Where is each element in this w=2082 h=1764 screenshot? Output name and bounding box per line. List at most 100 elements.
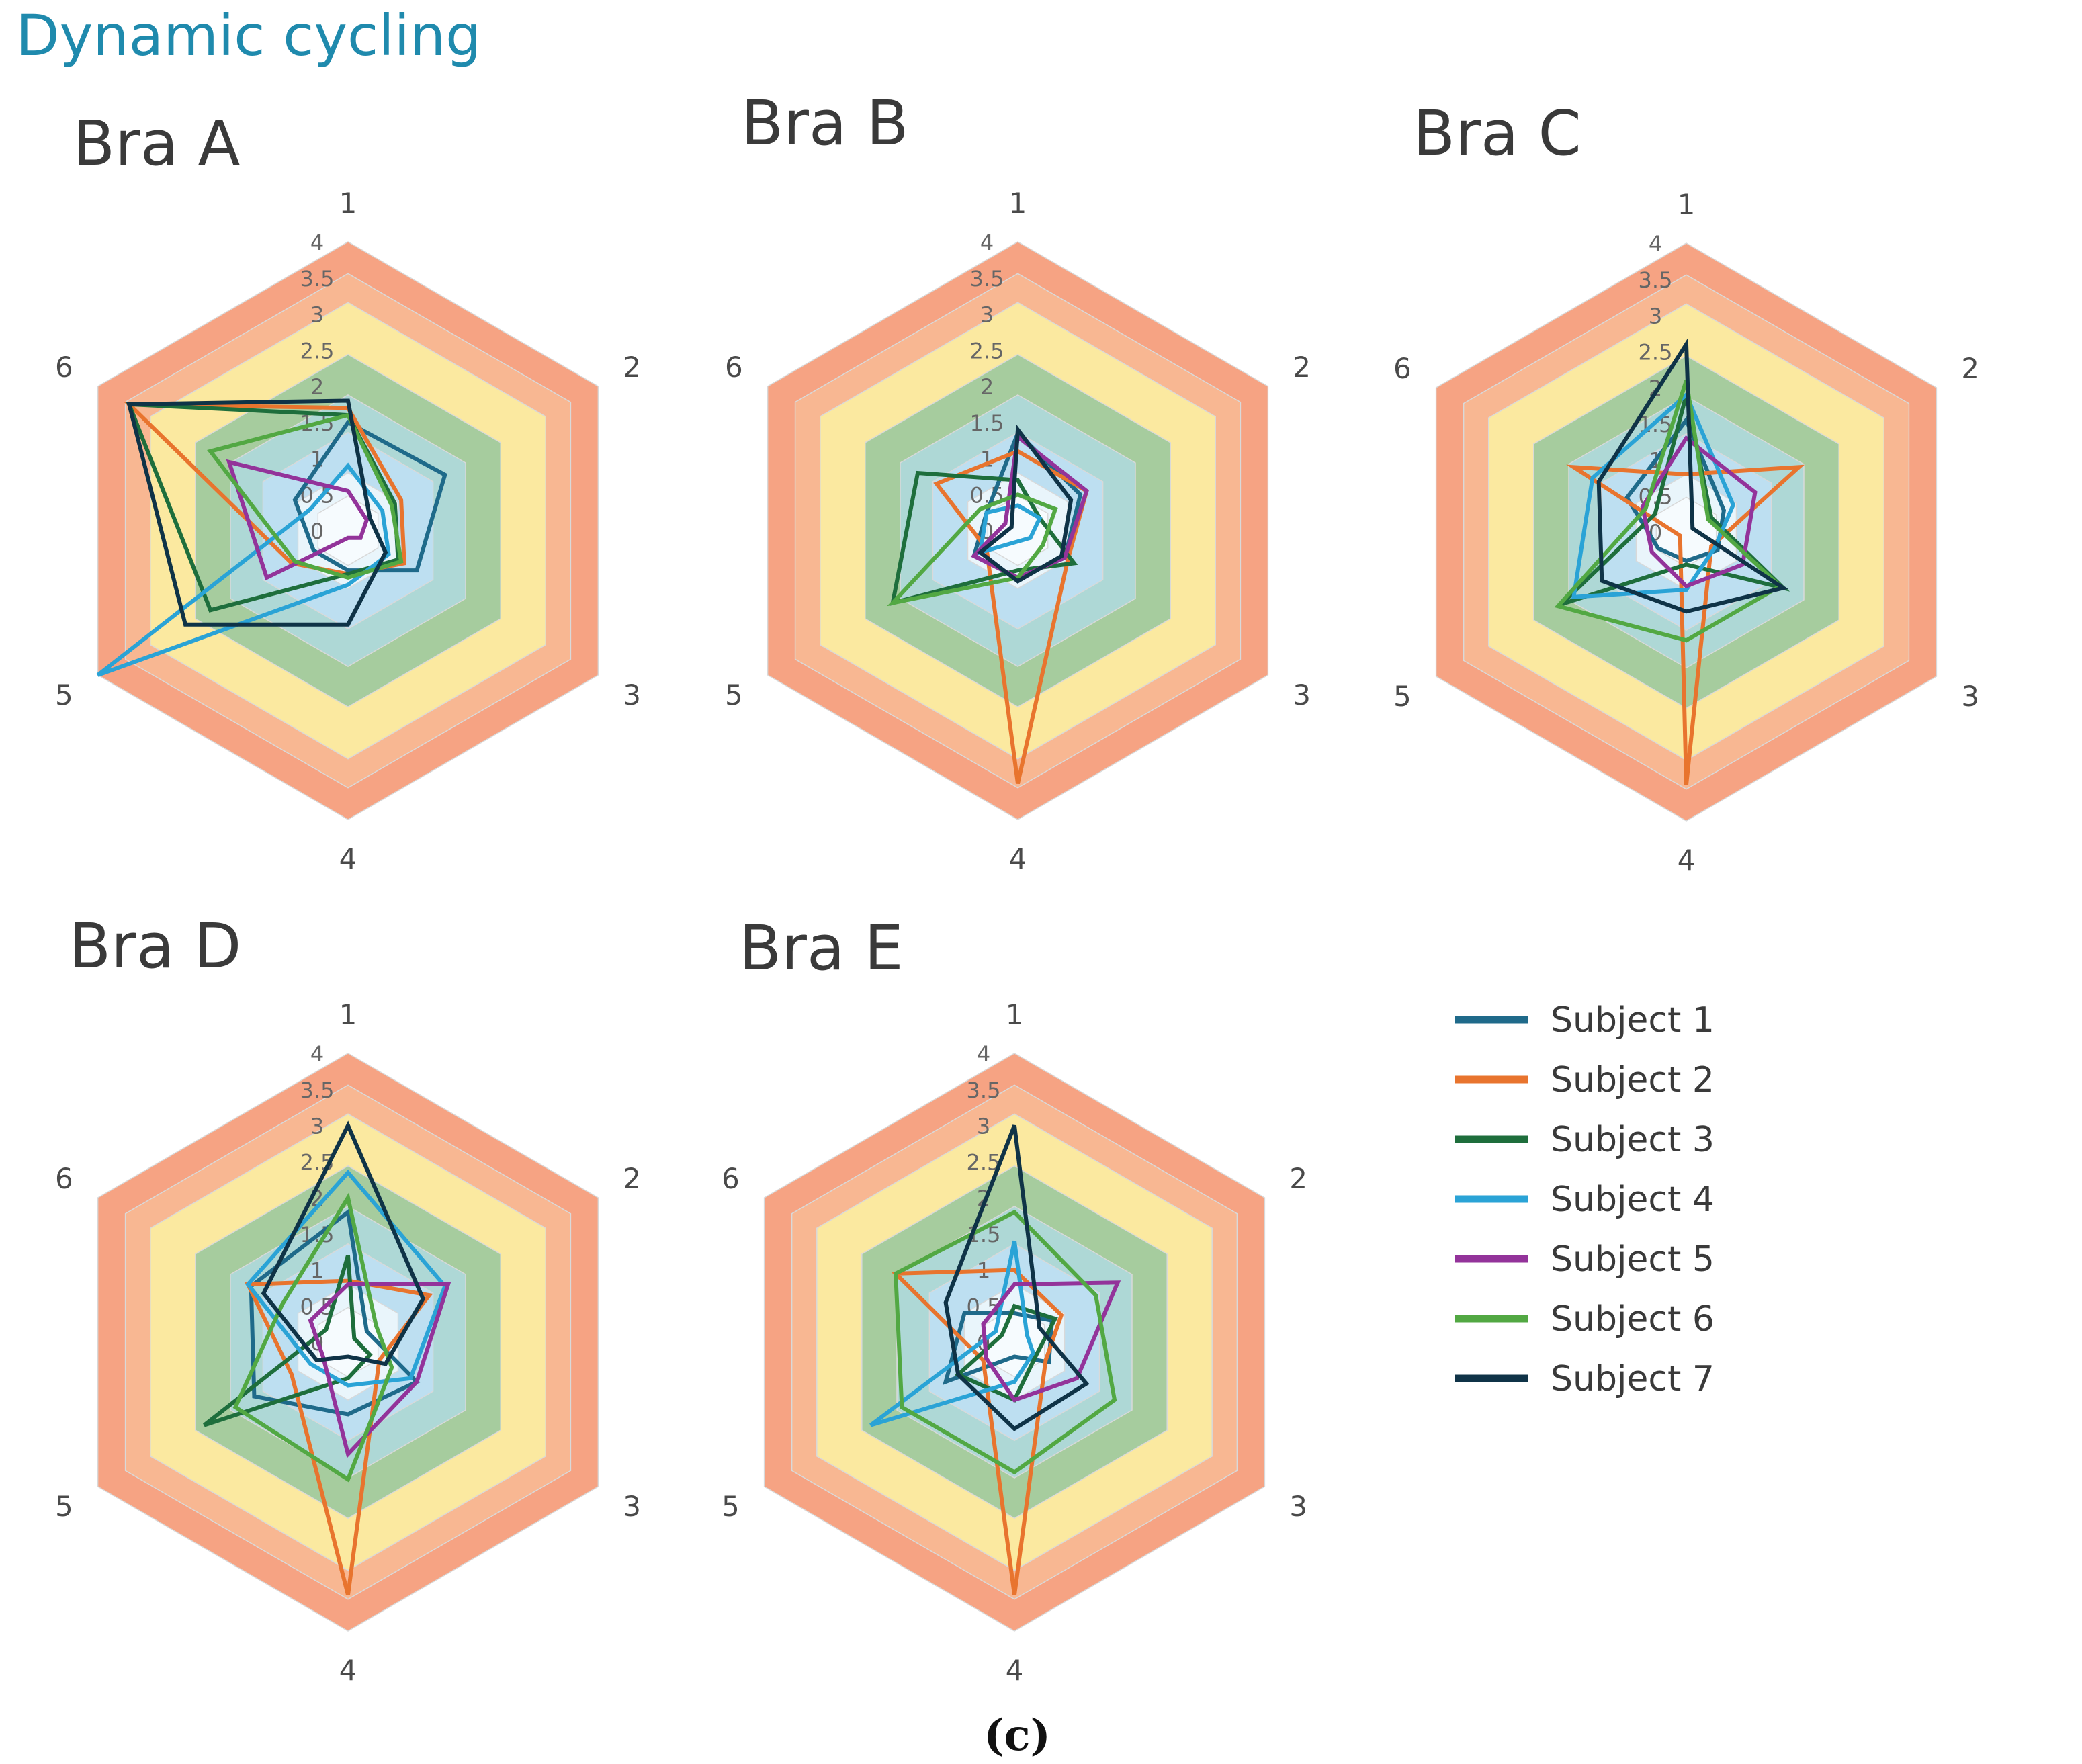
axis-label: 3 [1961,680,1979,713]
axis-label: 6 [725,351,743,384]
axis-label: 2 [1289,1162,1307,1195]
axis-label: 2 [623,1162,641,1195]
legend-item: Subject 3 [1455,1120,1715,1160]
series-line-subject-4 [96,462,391,677]
tick-label: 3 [1649,304,1662,329]
panel-title-bra-d: Bra D [69,910,241,982]
legend-label: Subject 3 [1551,1120,1715,1160]
axis-label: 4 [1009,842,1027,875]
tick-label: 4 [1649,231,1662,257]
tick-label: 3 [310,1114,324,1139]
tick-label: 1 [980,447,994,472]
legend-item: Subject 1 [1455,1000,1715,1041]
axis-label: 3 [623,1490,641,1523]
tick-label: 4 [977,1041,990,1067]
tick-label: 2 [310,374,324,400]
tick-label: 4 [310,230,324,255]
axis-label: 5 [55,1490,73,1523]
legend-label: Subject 4 [1551,1180,1715,1220]
panel-title-bra-c: Bra C [1413,97,1581,169]
series-line-subject-4 [869,1240,1036,1427]
axis-label: 2 [1293,351,1311,384]
axis-label: 2 [623,351,641,384]
legend-label: Subject 6 [1551,1299,1715,1339]
tick-label: 3 [980,302,994,328]
band-group [1435,242,1938,822]
panel-title-bra-a: Bra A [73,107,241,179]
series-group [96,398,447,677]
series-line-subject-5 [226,459,370,581]
series-line-subject-3 [1559,394,1790,607]
series-group [869,1124,1121,1595]
axis-label: 3 [1293,678,1311,711]
tick-label: 4 [310,1041,324,1067]
tick-label: 0 [310,519,324,544]
series-line-subject-7 [977,424,1074,584]
series-line-subject-6 [1554,380,1784,643]
tick-label: 3.5 [300,266,335,292]
legend-item: Subject 2 [1455,1060,1715,1100]
legend-item: Subject 7 [1455,1359,1715,1399]
series-group [1554,337,1805,785]
tick-label: 1 [310,1258,324,1284]
tick-label: 3.5 [970,266,1004,292]
legend-label: Subject 5 [1551,1239,1715,1280]
band-group [763,1053,1266,1632]
axis-label: 3 [623,678,641,711]
tick-label: 3.5 [300,1077,335,1103]
axis-label: 1 [1009,187,1027,220]
axis-label: 4 [339,842,357,875]
tick-label: 1.5 [970,410,1004,436]
series-line-subject-4 [978,503,1043,556]
axis-label: 5 [55,678,73,711]
figure-heading: Dynamic cycling [16,3,481,69]
tick-label: 2.5 [1639,339,1673,365]
series-line-subject-5 [308,1282,451,1458]
axis-label: 4 [339,1654,357,1687]
tick-label: 2.5 [970,338,1004,363]
series-line-subject-4 [1571,391,1736,600]
axis-label: 5 [1393,680,1412,713]
axis-label: 2 [1961,352,1979,385]
tick-label: 4 [980,230,994,255]
panel-title-bra-b: Bra B [741,87,909,159]
axis-label: 1 [339,187,357,220]
axis-label: 4 [1678,844,1696,877]
series-line-subject-7 [126,398,388,627]
tick-label: 2 [980,374,994,400]
series-group [203,1120,451,1596]
series-line-subject-2 [1566,464,1805,785]
tick-label: 3 [977,1114,990,1139]
legend-item: Subject 4 [1455,1180,1715,1220]
series-line-subject-6 [207,412,404,580]
band-group [767,241,1269,820]
axis-label: 4 [1006,1654,1024,1687]
legend-item: Subject 5 [1455,1239,1715,1280]
series-line-subject-6 [232,1192,394,1483]
axis-label: 6 [722,1162,740,1195]
series-line-subject-7 [1596,337,1788,614]
series-line-subject-3 [203,1255,373,1427]
series-line-subject-1 [1624,416,1726,564]
axis-label: 1 [339,998,357,1031]
tick-label: 3.5 [967,1077,1001,1103]
legend: Subject 1 Subject 2 Subject 3 Subject 4 Subj… [1455,1000,1715,1399]
legend-label: Subject 2 [1551,1060,1715,1100]
band-group [97,241,599,820]
tick-label: 2.5 [300,338,335,363]
axis-label: 5 [725,678,743,711]
axis-label: 1 [1678,188,1696,221]
series-line-subject-7 [943,1124,1090,1431]
series-line-subject-5 [1640,435,1758,589]
series-line-subject-6 [887,492,1058,607]
axis-label: 6 [1393,352,1412,385]
axis-label: 1 [1006,998,1024,1031]
panel-title-bra-e: Bra E [739,912,904,984]
